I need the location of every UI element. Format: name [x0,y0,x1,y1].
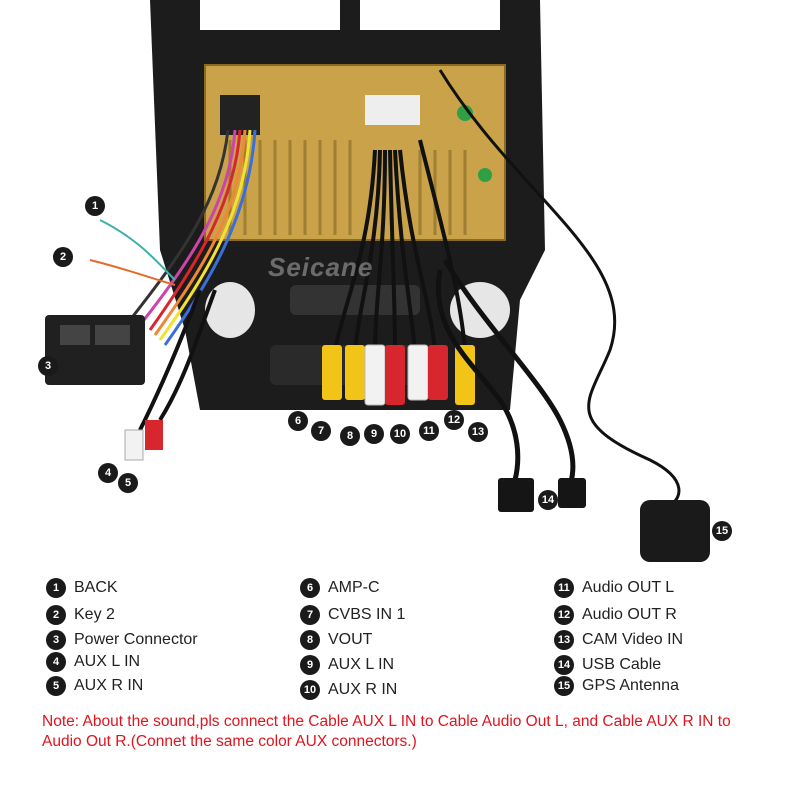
rca-9 [364,344,386,406]
callout-badge-11: 11 [419,421,439,441]
head-unit [204,64,506,241]
legend-label: Key 2 [74,606,115,623]
legend-item-1: 1 BACK [46,578,118,598]
legend-num: 7 [300,605,320,625]
legend-item-14: 14 USB Cable [554,655,661,675]
rca-12 [428,345,448,400]
callout-badge-6: 6 [288,411,308,431]
callout-badge-9: 9 [364,424,384,444]
legend-num: 10 [300,680,320,700]
legend-num: 5 [46,676,66,696]
legend-label: AUX R IN [74,677,144,694]
legend-item-9: 9 AUX L IN [300,655,394,675]
legend-num: 3 [46,630,66,650]
callout-badge-13: 13 [468,422,488,442]
legend-label: AUX L IN [74,653,141,670]
legend-num: 15 [554,676,574,696]
legend-item-7: 7 CVBS IN 1 [300,605,405,625]
legend-item-11: 11 Audio OUT L [554,578,674,598]
legend-label: AMP-C [328,579,380,596]
usb-connector-1 [498,478,534,512]
callout-badge-10: 10 [390,424,410,444]
legend-item-2: 2 Key 2 [46,605,115,625]
legend-item-12: 12 Audio OUT R [554,605,677,625]
legend-num: 11 [554,578,574,598]
legend-label: Audio OUT L [582,579,675,596]
callout-badge-12: 12 [444,410,464,430]
product-photo: Seicane 1 2 3 4 5 6 7 8 9 10 11 12 13 14… [38,0,732,562]
callout-badge-1: 1 [85,196,105,216]
legend-label: CVBS IN 1 [328,606,406,623]
legend-label: VOUT [328,631,373,648]
legend-num: 12 [554,605,574,625]
rca-8 [345,345,365,400]
callout-badge-2: 2 [53,247,73,267]
legend-item-6: 6 AMP-C [300,578,380,598]
legend-num: 1 [46,578,66,598]
legend-num: 14 [554,655,574,675]
callout-badge-8: 8 [340,426,360,446]
legend-label: USB Cable [582,656,662,673]
legend-label: BACK [74,579,118,596]
legend-item-10: 10 AUX R IN [300,680,397,700]
callout-badge-15: 15 [712,521,732,541]
legend-item-15: 15 GPS Antenna [554,676,679,696]
rca-7 [322,345,342,400]
wiring-illustration [45,0,710,562]
legend-label: AUX L IN [328,656,395,673]
legend-item-3: 3 Power Connector [46,630,198,650]
callout-badge-7: 7 [311,421,331,441]
usb-connector-2 [558,478,586,508]
callout-badge-5: 5 [118,473,138,493]
legend-num: 6 [300,578,320,598]
legend-label: Power Connector [74,631,198,648]
legend-num: 8 [300,630,320,650]
callout-badge-3: 3 [38,356,58,376]
watermark: Seicane [268,252,374,282]
callout-badge-4: 4 [98,463,118,483]
legend-label: Audio OUT R [582,606,677,623]
legend-item-5: 5 AUX R IN [46,676,143,696]
legend-num: 2 [46,605,66,625]
legend-item-4: 4 AUX L IN [46,652,140,672]
legend-num: 4 [46,652,66,672]
legend-num: 9 [300,655,320,675]
legend-item-8: 8 VOUT [300,630,372,650]
legend-label: GPS Antenna [582,677,679,694]
gps-antenna [640,500,710,562]
legend-label: AUX R IN [328,681,398,698]
legend-label: CAM Video IN [582,631,684,648]
rca-11 [407,344,429,401]
sound-connection-note: Note: About the sound,pls connect the Ca… [42,713,731,750]
legend-item-13: 13 CAM Video IN [554,630,683,650]
callout-badge-14: 14 [538,490,558,510]
legend-num: 13 [554,630,574,650]
rca-10 [385,345,405,405]
